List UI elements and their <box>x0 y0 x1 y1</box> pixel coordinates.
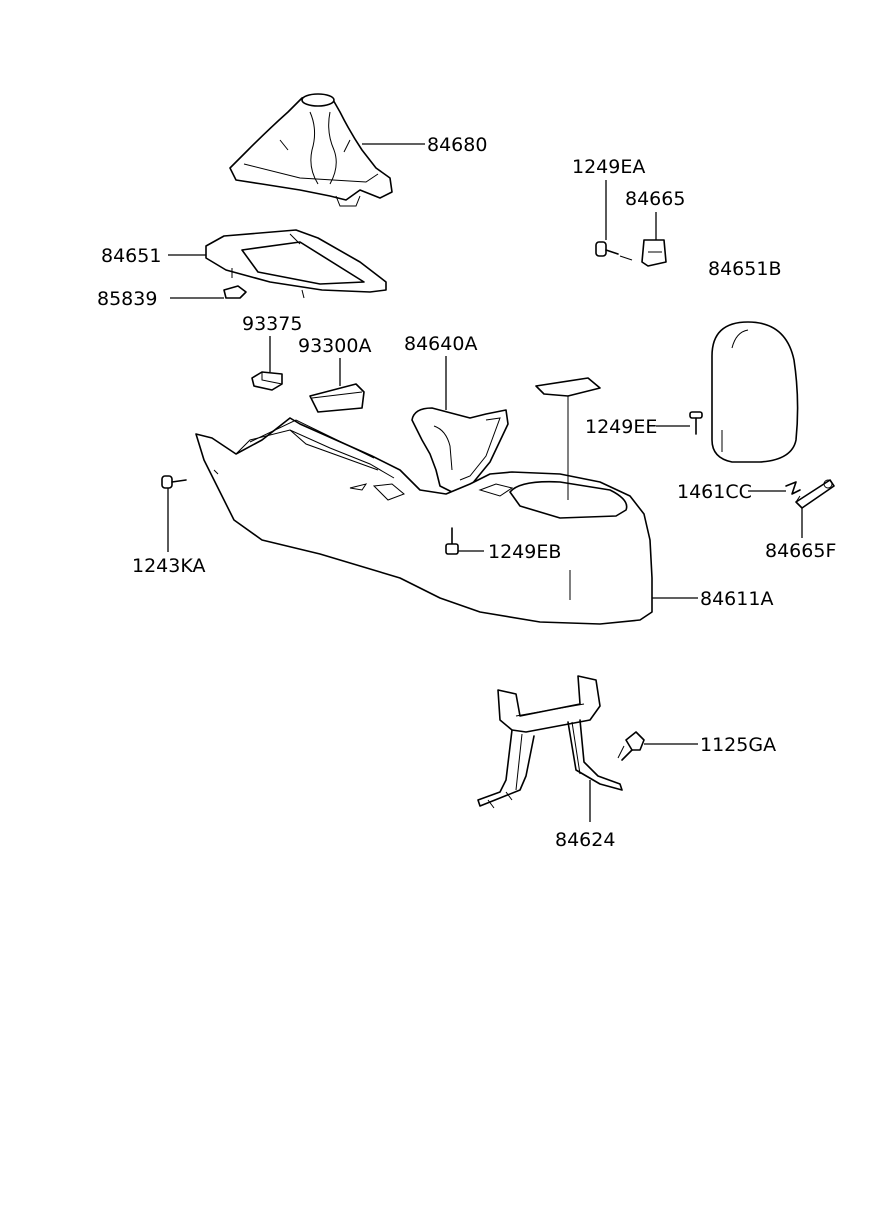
part-93375 <box>251 371 283 391</box>
label-1249EE: 1249EE <box>585 416 657 438</box>
label-84624: 84624 <box>555 829 615 851</box>
screw-1249EA-part <box>595 241 633 261</box>
ashtray-93300A-part <box>309 383 365 413</box>
label-1125GA: 1125GA <box>700 734 776 756</box>
spring-1461CC-part <box>785 481 801 495</box>
latch-84665F-part <box>795 479 835 509</box>
label-1249EA: 1249EA <box>572 156 645 178</box>
label-1243KA: 1243KA <box>132 555 205 577</box>
shift-cover-84640A-part <box>411 407 509 493</box>
label-84665F: 84665F <box>765 540 836 562</box>
label-93375: 93375 <box>242 313 302 335</box>
bolt-1125GA-part <box>617 731 645 761</box>
screw-1249EE-part <box>689 411 703 435</box>
armrest-lid-part <box>711 321 799 463</box>
screw-1249EB-part <box>445 527 459 555</box>
clip-85839-part <box>223 285 247 299</box>
label-84640A: 84640A <box>404 333 477 355</box>
shift-boot-part <box>229 93 393 207</box>
label-1461CC: 1461CC <box>677 481 752 503</box>
label-84651: 84651 <box>101 245 161 267</box>
label-84680: 84680 <box>427 134 487 156</box>
bracket-84624-part <box>477 675 623 809</box>
screw-1243KA-part <box>161 475 187 489</box>
console-body-84611A-part <box>195 400 653 625</box>
label-85839: 85839 <box>97 288 157 310</box>
label-1249EB: 1249EB <box>488 541 561 563</box>
label-84665: 84665 <box>625 188 685 210</box>
label-84651B: 84651B <box>708 258 781 280</box>
label-84611A: 84611A <box>700 588 773 610</box>
bezel-84651-part <box>205 229 387 299</box>
label-93300A: 93300A <box>298 335 371 357</box>
console-lid-panel <box>535 377 601 402</box>
clip-84665-part <box>641 239 667 267</box>
